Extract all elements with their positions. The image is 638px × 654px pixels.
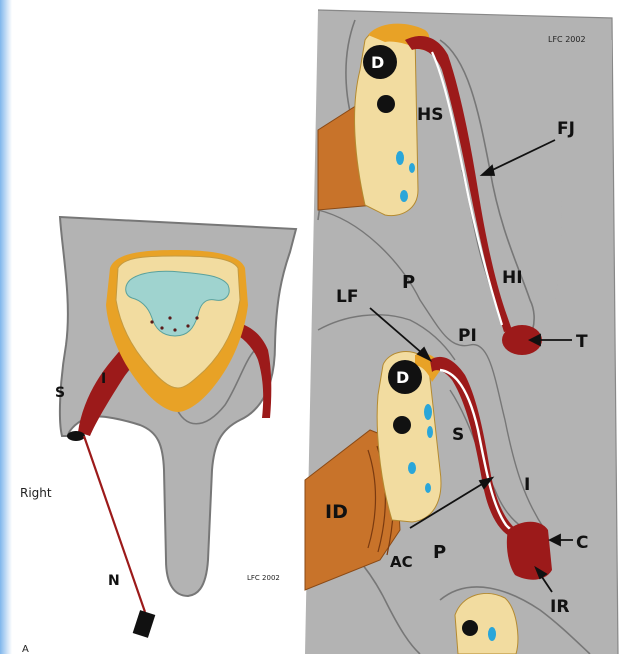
right-panel: LFC 2002 D HS FJ HI P LF PI T D S I ID A… (305, 10, 618, 654)
label-t: T (576, 332, 588, 352)
copyright-left: LFC 2002 (247, 574, 280, 582)
label-s-left: S (55, 385, 65, 401)
label-p-bottom: P (433, 542, 446, 563)
label-hs: HS (417, 105, 443, 125)
label-s-right: S (452, 425, 464, 445)
bottom-dark-dot (393, 416, 411, 434)
label-c: C (576, 533, 588, 553)
label-d-bottom: D (396, 368, 409, 387)
label-n: N (108, 573, 120, 589)
label-pi: PI (458, 326, 477, 346)
label-ac: AC (390, 553, 413, 571)
copyright-right: LFC 2002 (548, 35, 586, 44)
label-right: Right (20, 486, 52, 500)
bottom-edge-canal (488, 627, 496, 641)
bottom-edge-dot (462, 620, 478, 636)
label-d-top: D (371, 53, 384, 72)
label-ir: IR (550, 597, 569, 617)
label-i-left: I (101, 371, 106, 387)
gingiva-c (507, 522, 552, 580)
label-fj: FJ (557, 119, 575, 139)
top-dark-dot (377, 95, 395, 113)
probe-tip (133, 610, 156, 638)
panel-letter: A (22, 644, 29, 654)
label-lf: LF (336, 287, 358, 307)
left-dark-cap (67, 431, 85, 441)
label-i-right: I (524, 475, 530, 495)
label-hi: HI (502, 268, 523, 288)
label-id: ID (325, 501, 348, 523)
label-p-top: P (402, 272, 415, 293)
left-panel: S I N Right LFC 2002 A (20, 217, 296, 654)
